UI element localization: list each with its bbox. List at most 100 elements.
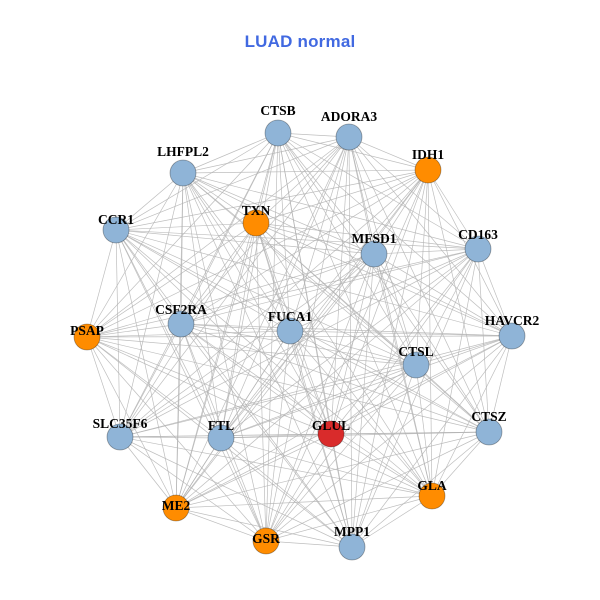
edge xyxy=(373,253,433,497)
edge xyxy=(175,132,279,509)
edge xyxy=(180,323,222,439)
edge xyxy=(255,132,279,224)
edge xyxy=(182,132,279,174)
edge xyxy=(373,253,513,337)
edge xyxy=(119,248,479,438)
node-label-IDH1: IDH1 xyxy=(412,147,445,162)
edge xyxy=(119,436,222,439)
edge xyxy=(180,323,291,332)
edge xyxy=(277,132,291,332)
edge xyxy=(180,323,490,433)
edge xyxy=(86,336,121,438)
node-label-ME2: ME2 xyxy=(162,498,191,513)
edge xyxy=(115,229,121,438)
node-CTSZ xyxy=(475,418,503,446)
edge xyxy=(182,172,375,255)
edge xyxy=(415,248,479,366)
edge xyxy=(115,229,353,548)
node-label-ADORA3: ADORA3 xyxy=(321,109,377,124)
node-label-LHFPL2: LHFPL2 xyxy=(157,144,209,159)
edge xyxy=(220,132,279,439)
edge xyxy=(277,132,375,255)
edge xyxy=(277,132,490,433)
edge xyxy=(220,437,353,548)
edge xyxy=(220,431,490,439)
edge xyxy=(115,229,513,337)
node-ADORA3 xyxy=(335,123,363,151)
edge xyxy=(119,253,375,438)
edge xyxy=(289,330,332,435)
edge xyxy=(477,248,490,433)
node-label-GSR: GSR xyxy=(252,531,280,546)
edge xyxy=(289,136,350,332)
edge xyxy=(119,335,513,438)
node-PSAP xyxy=(73,323,101,351)
edge xyxy=(351,364,417,548)
edge xyxy=(115,229,479,250)
edge xyxy=(175,507,353,548)
edge xyxy=(86,336,417,366)
node-label-FUCA1: FUCA1 xyxy=(268,309,312,324)
edge xyxy=(180,169,429,325)
edge xyxy=(351,253,375,548)
node-GLA xyxy=(418,482,446,510)
edge xyxy=(351,248,479,548)
edge xyxy=(115,132,279,231)
edge xyxy=(175,433,332,509)
edge xyxy=(330,433,433,497)
edge xyxy=(373,248,479,255)
edge xyxy=(330,253,375,435)
edge xyxy=(265,433,332,542)
edge xyxy=(289,248,479,332)
node-CTSL xyxy=(402,351,430,379)
edge xyxy=(86,169,429,338)
node-CCR1 xyxy=(102,216,130,244)
node-IDH1 xyxy=(414,156,442,184)
node-label-CCR1: CCR1 xyxy=(98,212,134,227)
edge xyxy=(180,323,353,548)
edge xyxy=(220,437,267,542)
edge xyxy=(86,248,479,338)
edge xyxy=(119,436,433,497)
edge xyxy=(220,222,257,439)
node-LHFPL2 xyxy=(169,159,197,187)
edge xyxy=(415,335,513,366)
edge xyxy=(119,364,417,438)
edge xyxy=(255,136,350,224)
node-label-HAVCR2: HAVCR2 xyxy=(485,313,540,328)
edge xyxy=(86,336,433,497)
edge xyxy=(119,436,353,548)
edge xyxy=(255,169,429,224)
edge xyxy=(119,323,182,438)
edge xyxy=(265,169,429,542)
edge xyxy=(488,335,513,433)
edge xyxy=(119,169,429,438)
edge xyxy=(348,136,433,497)
edge xyxy=(289,169,429,332)
edge xyxy=(180,323,513,337)
edge xyxy=(115,229,222,439)
edge xyxy=(119,172,184,438)
nodes-layer xyxy=(73,119,526,561)
edge xyxy=(330,433,353,548)
edge xyxy=(86,136,350,338)
edge xyxy=(115,229,291,332)
edge xyxy=(119,436,177,509)
edge xyxy=(86,336,332,435)
edge xyxy=(348,136,353,548)
edge xyxy=(182,136,350,174)
edge xyxy=(255,222,353,548)
edge xyxy=(265,132,279,542)
edge xyxy=(175,253,375,509)
edge xyxy=(330,169,429,435)
node-MFSD1 xyxy=(360,240,388,268)
node-label-SLC35F6: SLC35F6 xyxy=(93,416,148,431)
edge xyxy=(255,222,375,255)
edge xyxy=(86,336,267,542)
edge xyxy=(220,136,350,439)
edge xyxy=(255,222,479,250)
edge xyxy=(115,229,177,509)
edge xyxy=(265,364,417,542)
edge xyxy=(255,222,267,542)
